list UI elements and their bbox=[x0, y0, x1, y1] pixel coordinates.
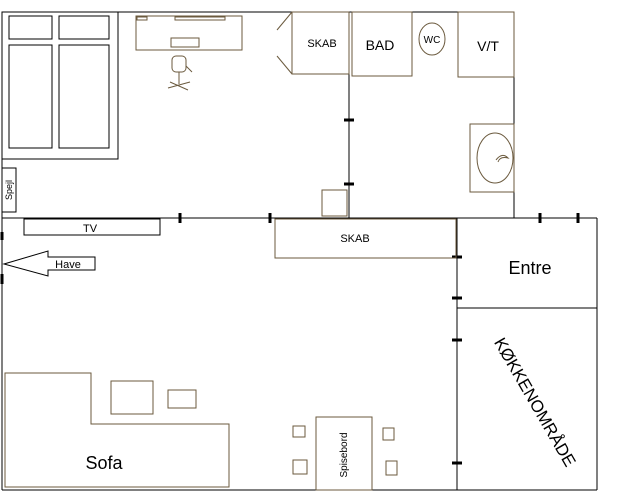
label-tv: TV bbox=[83, 223, 98, 235]
wardrobe-middle bbox=[274, 218, 457, 259]
wardrobe-top bbox=[276, 11, 350, 75]
label-skab-mid: SKAB bbox=[340, 233, 369, 245]
label-skab-top: SKAB bbox=[307, 38, 336, 50]
label-vt: V/T bbox=[477, 38, 499, 54]
bathtub bbox=[351, 11, 413, 77]
toilet bbox=[418, 22, 446, 56]
tv-unit bbox=[23, 218, 161, 236]
side-table bbox=[167, 389, 197, 409]
bed bbox=[1, 11, 119, 160]
label-spejl: Spejl bbox=[4, 180, 14, 200]
wall-ticks bbox=[0, 118, 580, 465]
arrow-left-icon bbox=[2, 250, 96, 277]
desk bbox=[135, 15, 243, 51]
label-sofa: Sofa bbox=[85, 453, 123, 473]
small-cabinet bbox=[321, 189, 348, 217]
mirror bbox=[1, 167, 17, 213]
label-kokkenomrade: KØKKENOMRÅDE bbox=[490, 335, 579, 470]
office-chair-icon bbox=[167, 55, 193, 91]
label-have: Have bbox=[55, 259, 81, 271]
label-entre: Entre bbox=[508, 258, 551, 278]
dining-chairs bbox=[292, 425, 398, 476]
sofa bbox=[4, 372, 230, 488]
dining-table bbox=[315, 416, 373, 491]
shower-sink bbox=[469, 123, 515, 193]
label-wc: WC bbox=[424, 35, 441, 46]
coffee-table bbox=[110, 380, 154, 415]
washer-dryer bbox=[457, 11, 515, 78]
label-bad: BAD bbox=[366, 37, 395, 53]
label-spisebord: Spisebord bbox=[339, 432, 350, 477]
